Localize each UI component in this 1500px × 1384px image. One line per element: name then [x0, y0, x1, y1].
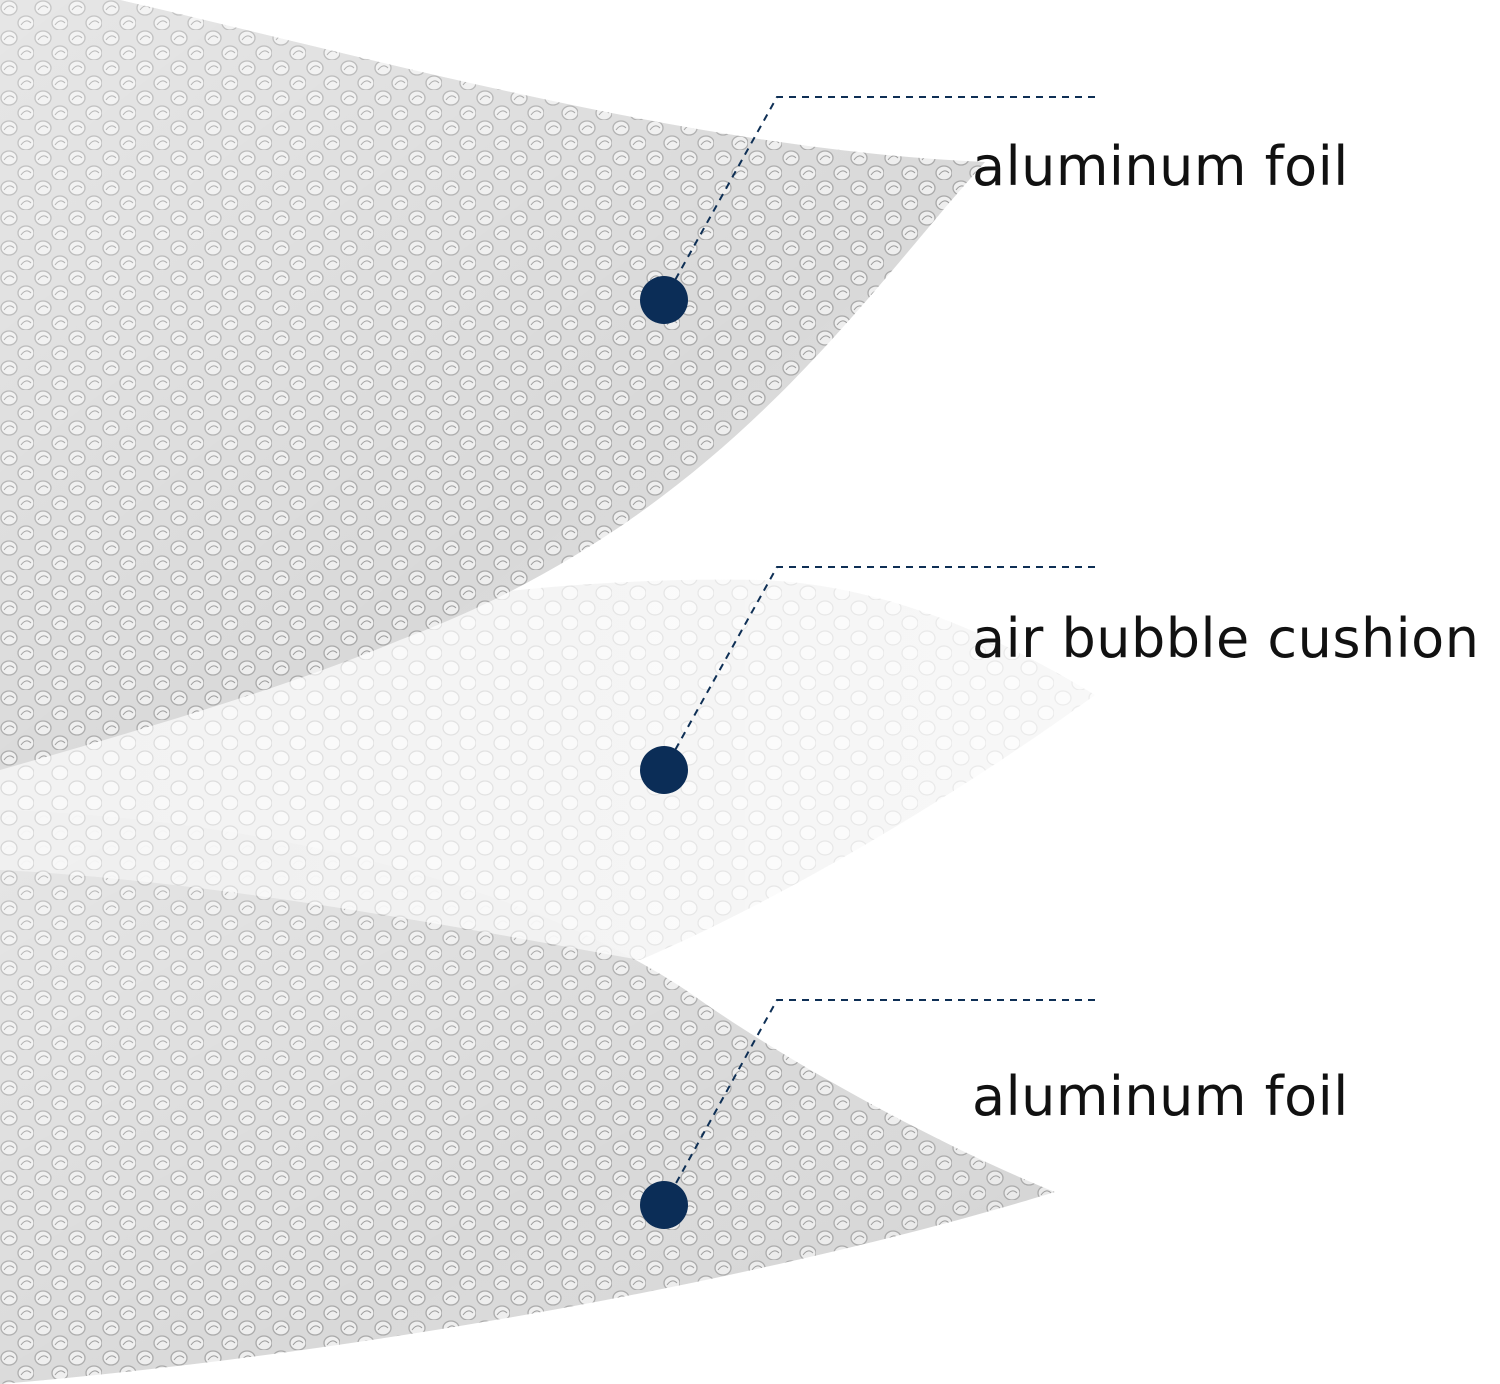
bottom-layer-label: aluminum foil	[972, 1065, 1349, 1128]
middle-layer-label: air bubble cushion	[972, 607, 1480, 670]
top-leader-line	[663, 96, 1095, 301]
middle-marker-dot	[640, 746, 688, 794]
bottom-leader-line	[663, 999, 1095, 1206]
top-marker-dot	[640, 276, 688, 324]
bottom-foil-layer	[0, 810, 1055, 1384]
middle-leader-line	[663, 566, 1095, 771]
bottom-marker-dot	[640, 1181, 688, 1229]
top-layer-label: aluminum foil	[972, 135, 1349, 198]
top-foil-layer	[0, 0, 985, 770]
